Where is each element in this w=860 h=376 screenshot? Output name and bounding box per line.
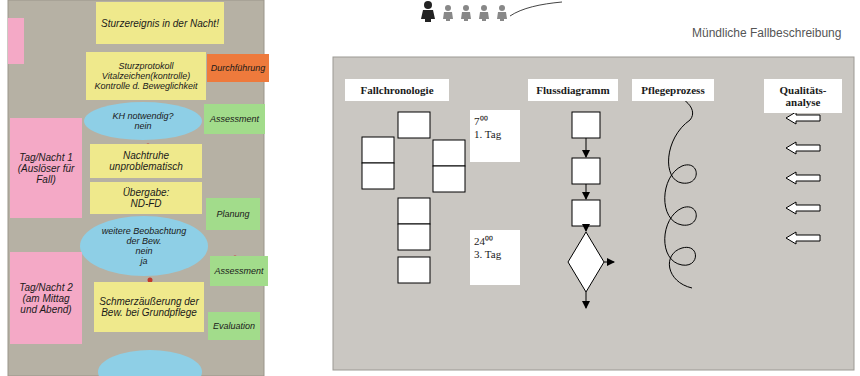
- note-text: Assessment: [210, 114, 259, 124]
- time-box: 7⁰⁰1. Tag: [470, 110, 520, 162]
- note-text: Pflegeprozess: [641, 84, 704, 96]
- note-text: nein: [134, 121, 151, 131]
- sticky-note: Tag/Nacht 2(am Mittag und Abend): [10, 252, 82, 344]
- note-text: Schmerzäußerung der Bew. bei Grundpflege: [98, 296, 200, 318]
- note-text: 3. Tag: [474, 248, 501, 260]
- note-text: Fallchronologie: [360, 84, 433, 96]
- time-box: 24⁰⁰3. Tag: [470, 230, 520, 285]
- note-text: Sturzprotokoll: [118, 61, 173, 71]
- note-text: Planung: [216, 209, 249, 219]
- sticky-note: Sturzereignis in der Nacht!: [96, 2, 224, 44]
- column-header: Flussdiagramm: [528, 79, 618, 101]
- note-text: (am Mittag und Abend): [14, 293, 78, 315]
- note-text: Übergabe:: [123, 187, 170, 198]
- sticky-note: Assessment: [204, 104, 265, 134]
- chronology-boxes: [362, 112, 465, 283]
- sticky-note: Evaluation: [208, 312, 260, 340]
- note-text: (Auslöser für Fall): [14, 163, 78, 185]
- sticky-note: Nachtruhe unproblematisch: [90, 144, 202, 178]
- slide-subtitle: Mündliche Fallbeschreibung: [692, 26, 841, 40]
- column-header: Pflegeprozess: [632, 79, 714, 101]
- note-text: Durchführung: [211, 63, 266, 73]
- note-text: 7⁰⁰: [474, 113, 488, 128]
- note-text: 24⁰⁰: [474, 233, 493, 248]
- sticky-note: SturzprotokollVitalzeichen(kontrolle)Kon…: [86, 52, 206, 100]
- note-text: 1. Tag: [474, 128, 501, 140]
- note-text: Qualitäts- analyse: [768, 84, 838, 108]
- sticky-note: Übergabe:ND-FD: [90, 182, 202, 214]
- ellipse-note: KH notwendig?nein: [84, 102, 202, 140]
- note-text: Evaluation: [213, 321, 255, 331]
- ellipse-note: weitere Beobachtung der Bew.neinja: [80, 216, 208, 276]
- sticky-note: [98, 350, 202, 376]
- note-text: Kontrolle d. Beweglichkeit: [94, 81, 197, 91]
- note-text: Nachtruhe unproblematisch: [94, 150, 198, 172]
- column-header: Qualitäts- analyse: [764, 79, 842, 113]
- sticky-note: Planung: [206, 198, 260, 230]
- note-text: KH notwendig?: [112, 111, 173, 121]
- sticky-note: Tag/Nacht 1(Auslöser für Fall): [10, 118, 82, 218]
- sticky-note: Durchführung: [207, 54, 269, 82]
- note-text: Flussdiagramm: [536, 84, 609, 96]
- sticky-note: Assessment: [210, 256, 268, 286]
- note-text: Tag/Nacht 2: [19, 282, 73, 293]
- note-text: weitere Beobachtung der Bew.: [96, 226, 192, 246]
- quality-arrows: [786, 112, 820, 244]
- sticky-note: Schmerzäußerung der Bew. bei Grundpflege: [94, 282, 204, 332]
- note-text: nein: [135, 246, 152, 256]
- flowchart: [568, 112, 614, 308]
- note-text: ND-FD: [130, 198, 161, 209]
- sticky-note: [8, 18, 24, 64]
- person-icons: [421, 1, 562, 22]
- note-text: Vitalzeichen(kontrolle): [102, 71, 190, 81]
- column-header: Fallchronologie: [345, 79, 449, 101]
- note-text: ja: [140, 256, 147, 266]
- note-text: Tag/Nacht 1: [19, 152, 73, 163]
- note-text: Assessment: [214, 266, 263, 276]
- slide-panel: [333, 57, 854, 370]
- process-spiral: [656, 90, 696, 288]
- note-text: Sturzereignis in der Nacht!: [101, 18, 219, 29]
